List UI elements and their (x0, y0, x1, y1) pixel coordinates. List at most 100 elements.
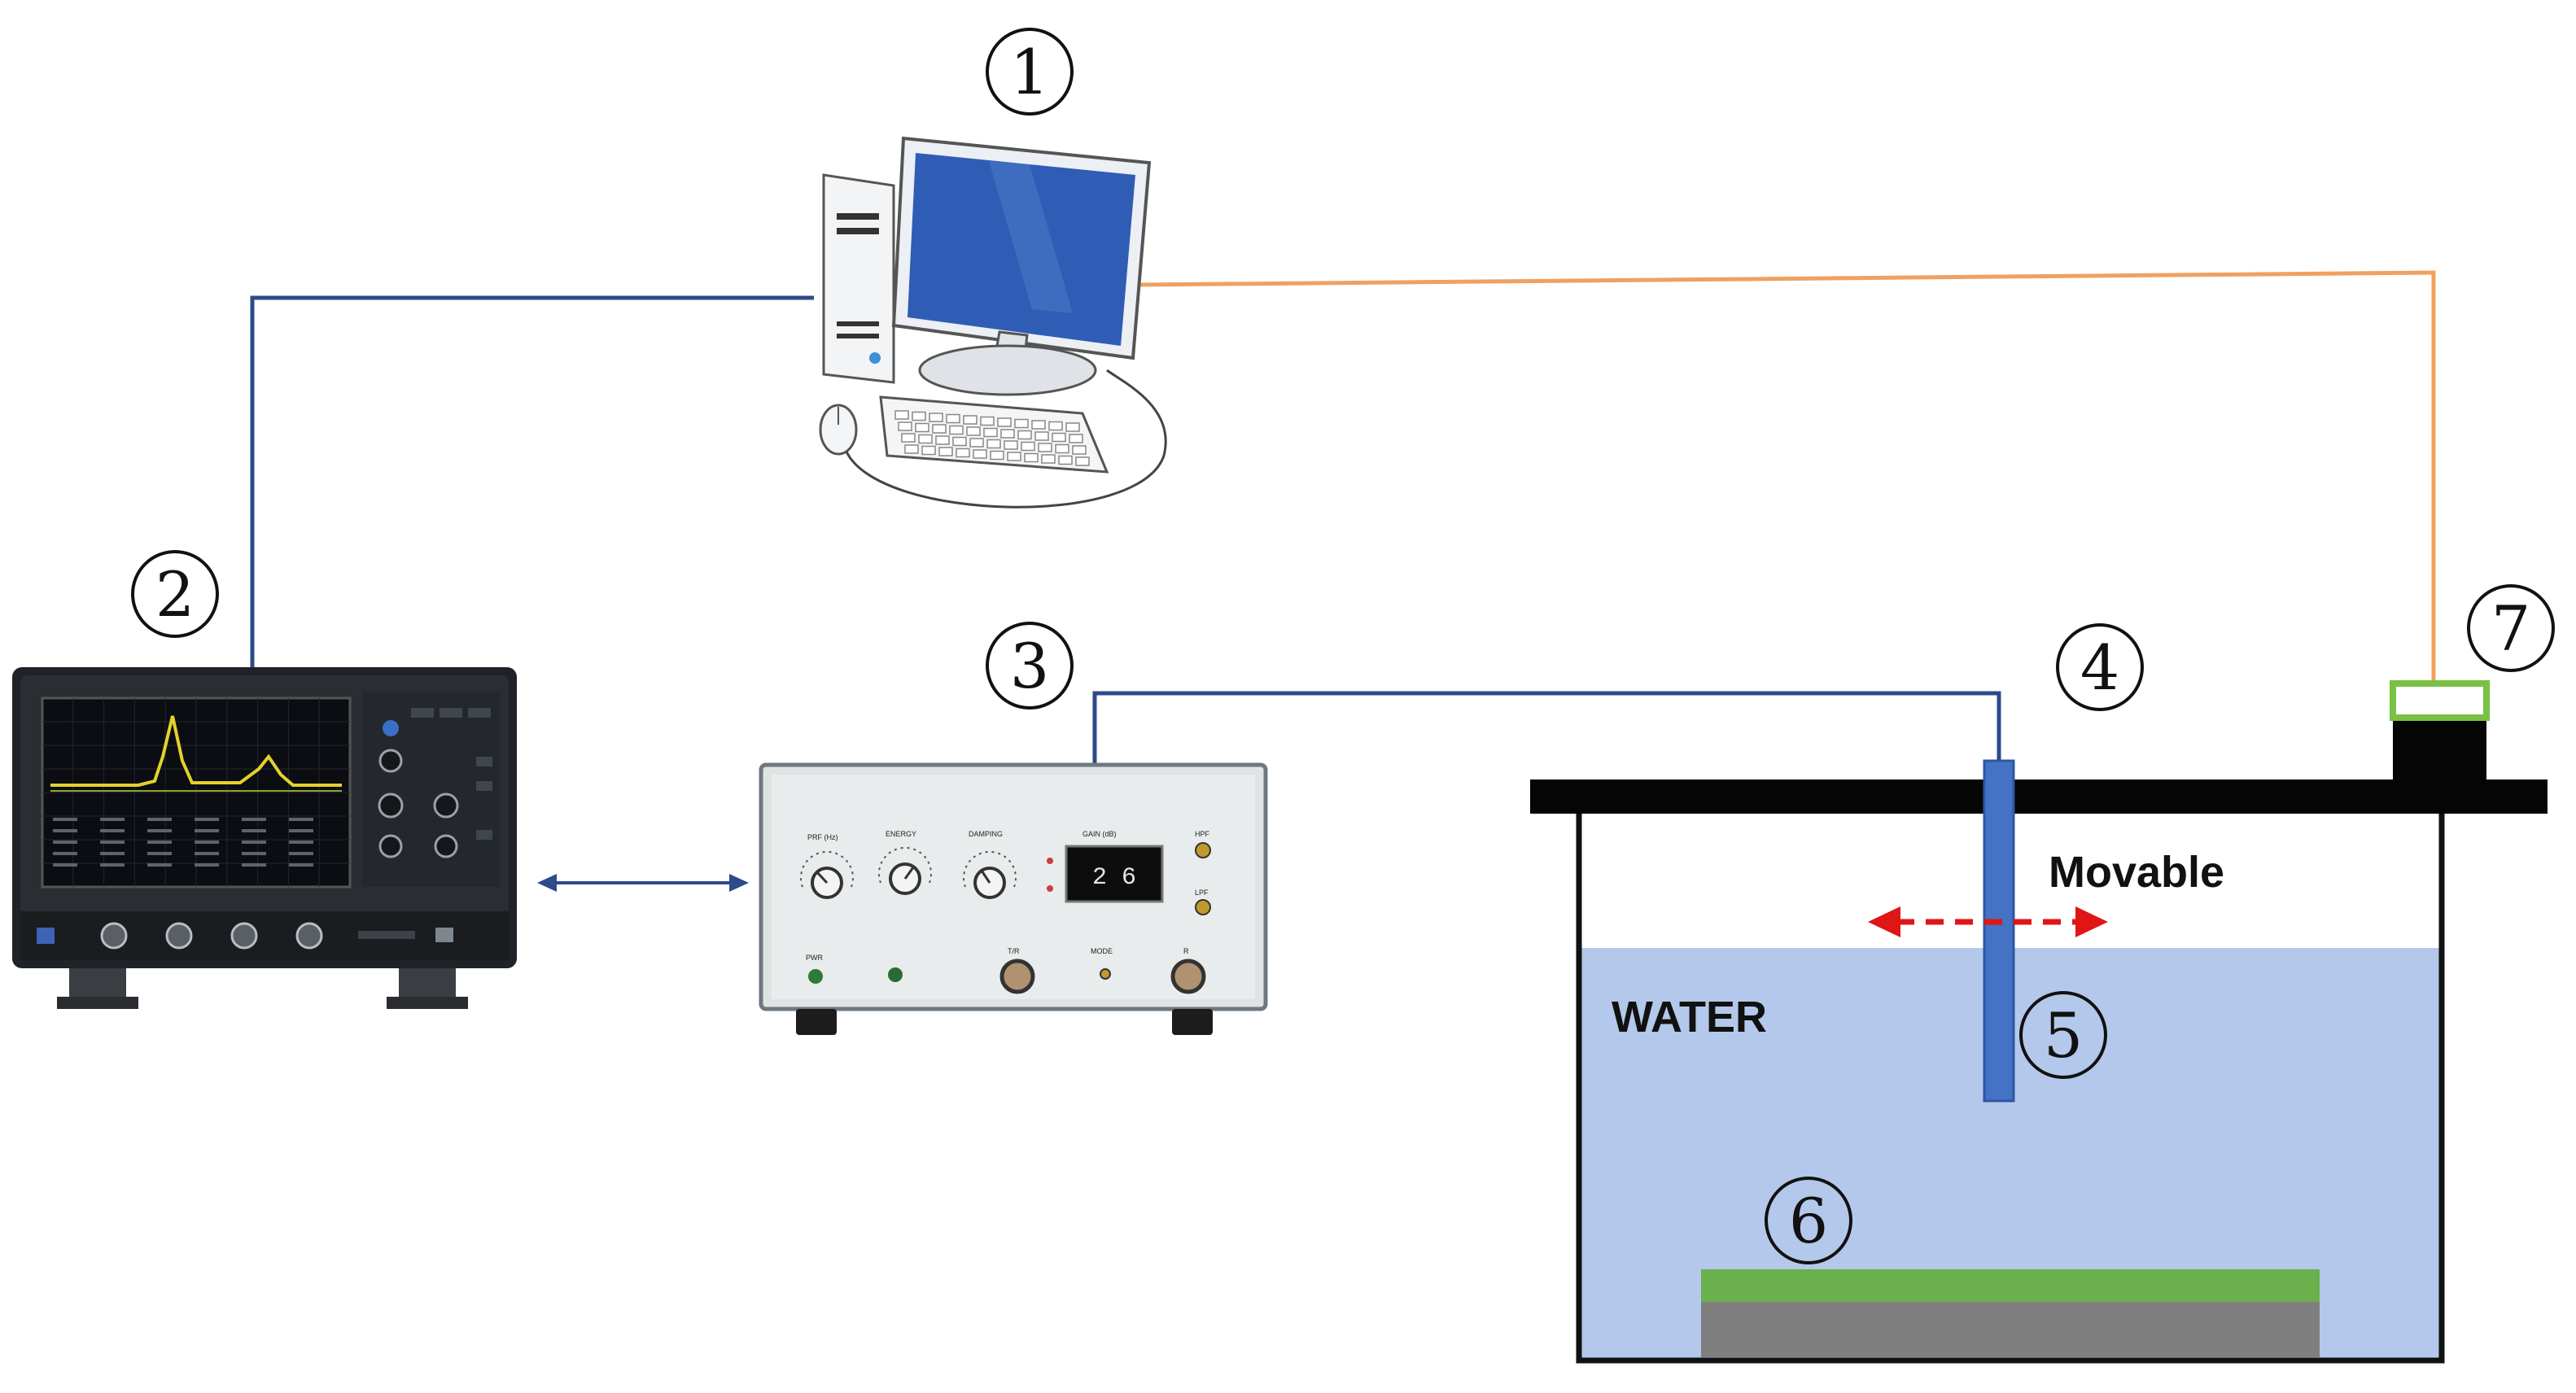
keyboard-key (980, 416, 995, 426)
keyboard-key (918, 434, 933, 444)
oscilloscope-waveform (50, 715, 342, 787)
oscilloscope-readout-mark (100, 841, 125, 844)
callout-7: 7 (2467, 584, 2555, 672)
keyboard-key (898, 421, 912, 431)
oscilloscope-readout-mark (195, 841, 219, 844)
callout-4: 4 (2056, 623, 2144, 711)
svg-text:7: 7 (2491, 592, 2530, 665)
keyboard-key (969, 438, 984, 448)
oscilloscope-readout-mark (147, 818, 172, 821)
computer-monitor (891, 136, 1152, 396)
oscilloscope-readout-mark (147, 829, 172, 832)
keyboard-key (938, 447, 953, 456)
svg-text:GAIN (dB): GAIN (dB) (1082, 830, 1117, 838)
keyboard-key (1017, 430, 1032, 440)
oscilloscope-readout-mark (195, 852, 219, 855)
oscilloscope-readout-mark (289, 818, 313, 821)
oscilloscope-readout-mark (289, 863, 313, 867)
keyboard-key (1014, 418, 1029, 429)
water-label: WATER (1612, 993, 1767, 1041)
movable-arrow (1868, 906, 2108, 937)
svg-text:R: R (1183, 947, 1189, 955)
oscilloscope-readout-mark (289, 841, 313, 844)
oscilloscope-readout-mark (195, 818, 219, 821)
callout-6: 6 (1765, 1177, 1852, 1264)
keyboard-key (1031, 420, 1046, 430)
svg-text:DAMPING: DAMPING (969, 830, 1003, 838)
oscilloscope-readout-mark (242, 852, 266, 855)
computer-keyboard (879, 395, 1109, 474)
svg-text:T/R: T/R (1008, 947, 1020, 955)
oscilloscope-readout-mark (53, 829, 77, 832)
oscilloscope-readout-mark (53, 852, 77, 855)
keyboard-key (1000, 429, 1015, 439)
keyboard-key (932, 424, 947, 434)
keyboard-key (915, 422, 929, 433)
svg-text:3: 3 (1010, 630, 1049, 702)
oscilloscope-readout-mark (242, 818, 266, 821)
keyboard-key (1021, 441, 1035, 452)
svg-text:HPF: HPF (1195, 830, 1210, 838)
oscilloscope-readout-mark (289, 852, 313, 855)
oscilloscope-readout-mark (100, 818, 125, 821)
oscilloscope-readout-mark (100, 863, 125, 867)
cable-computer-oscilloscope (250, 295, 814, 667)
oscilloscope-readout-mark (242, 829, 266, 832)
oscilloscope-readout-mark (242, 841, 266, 844)
keyboard-key (986, 439, 1001, 449)
computer-tower (822, 173, 895, 384)
keyboard-key (904, 444, 919, 454)
keyboard-key (1004, 440, 1018, 450)
keyboard-key (990, 450, 1004, 461)
keyboard-key (963, 415, 977, 425)
keyboard-key (973, 449, 987, 459)
keyboard-key (921, 445, 936, 456)
keyboard-key (1072, 445, 1087, 455)
keyboard-key (1038, 443, 1052, 452)
oscilloscope-readout-mark (53, 818, 77, 821)
keyboard-key (1024, 452, 1039, 463)
keyboard-key (956, 448, 970, 458)
oscilloscope-readout-mark (289, 829, 313, 832)
keyboard-key (1007, 452, 1021, 461)
svg-text:4: 4 (2080, 631, 2119, 704)
oscilloscope-readout-mark (195, 829, 219, 832)
transducer-probe (1983, 759, 2015, 1103)
keyboard-key (1065, 422, 1080, 432)
tank-lid (1530, 779, 2548, 814)
callout-1: 1 (986, 28, 1074, 116)
oscilloscope-readout-mark (53, 863, 77, 867)
pulser-receiver: PRF (Hz) ENERGY DAMPING GAIN (dB) 2 6 HP… (759, 762, 1268, 1035)
svg-text:1: 1 (1010, 36, 1049, 108)
oscilloscope-readout-mark (242, 863, 266, 867)
keyboard-key (1075, 456, 1090, 466)
svg-text:LPF: LPF (1195, 889, 1209, 897)
keyboard-key (935, 435, 950, 445)
tank-walls (1576, 814, 2445, 1364)
computer (819, 136, 1167, 509)
keyboard-key (912, 411, 926, 421)
callout-5: 5 (2019, 991, 2107, 1079)
oscilloscope (12, 667, 517, 1009)
keyboard-key (1055, 443, 1069, 454)
oscilloscope-readout-mark (100, 852, 125, 855)
oscilloscope-readout-mark (147, 852, 172, 855)
keyboard-key (997, 417, 1012, 427)
pulser-gain-value: 2 6 (1092, 864, 1136, 892)
callout-2: 2 (131, 550, 219, 638)
svg-text:PRF (Hz): PRF (Hz) (807, 833, 838, 841)
keyboard-key (952, 436, 967, 447)
keyboard-key (901, 433, 916, 443)
svg-text:2: 2 (155, 558, 195, 631)
svg-text:6: 6 (1789, 1185, 1828, 1257)
svg-text:5: 5 (2044, 999, 2083, 1072)
computer-mouse (819, 369, 1167, 509)
oscilloscope-controls (362, 692, 501, 887)
sensor-body (2393, 716, 2486, 785)
oscilloscope-readout-mark (53, 841, 77, 844)
svg-text:MODE: MODE (1091, 947, 1113, 955)
water-tank: Movable WATER (1530, 680, 2548, 1364)
keyboard-key (1052, 432, 1066, 443)
sensor-head (2390, 680, 2490, 721)
oscilloscope-readout-mark (195, 863, 219, 867)
